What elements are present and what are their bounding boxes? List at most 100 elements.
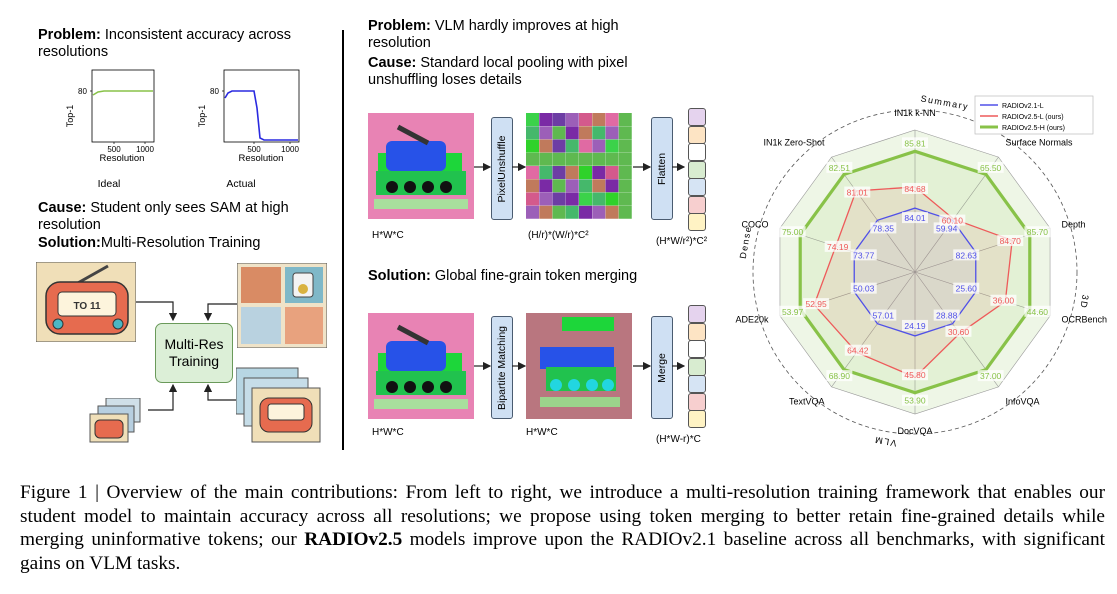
radar-axis-label: DocVQA [897,426,932,436]
grid-cell [605,166,619,179]
grid-cell [552,166,566,179]
grid-cell [565,152,579,166]
radar-value-bg [779,226,806,238]
radar-series: 84.0159.9482.6325.6028.8824.1957.0150.03… [779,137,1051,406]
grid-cell [526,179,539,193]
grid-cell [579,126,592,140]
radar-axis-label: InfoVQA [1006,397,1040,407]
radar-value-label: 25.60 [956,284,978,294]
legend-entry: RADIOv2.1-L [1002,103,1044,110]
actual-curve [224,90,298,141]
radar-value-label: 84.68 [904,184,926,194]
middle-solution: Solution: Global fine-grain token mergin… [368,268,638,284]
radar-group-label: Dense [738,225,754,260]
radar-outer-circle [752,109,1078,435]
radar-value-label: 24.19 [904,321,926,331]
radio-stack-large [236,367,321,443]
grid-cell [618,126,632,140]
merge-block: Merge [651,316,673,419]
radar-value-label: 84.01 [904,213,926,223]
radar-value-bg [850,249,877,261]
flatten-block: Flatten [651,117,673,220]
grid-cell [605,205,619,219]
grid-cell [605,179,619,193]
grid-cell [579,152,592,166]
radar-axis-label: ADE20k [736,315,770,325]
input-image-bottom [368,313,474,419]
grid-cell [565,166,579,179]
radar-value-label: 57.01 [873,311,895,321]
radar-value-label: 73.77 [853,250,875,260]
radar-spoke [831,156,916,273]
left-arrows [136,301,237,411]
left-cause: Cause: Student only sees SAM at high res… [38,200,289,233]
grid-cell [618,166,632,179]
radar-value-bg [803,298,830,310]
grid-cell [592,192,606,206]
radar-value-bg [826,161,853,173]
actual-xtick-1000: 1000 [281,145,299,154]
radar-value-bg [933,309,960,321]
radar-value-label: 78.35 [873,223,895,233]
grid-cell [579,205,592,219]
grid-cell [552,179,566,193]
radar-value-label: 52.95 [805,299,827,309]
grid-cell [526,192,539,206]
actual-xtick-500: 500 [247,145,261,154]
grid-cell [539,192,553,206]
radar-value-label: 65.50 [980,163,1002,173]
actual-ytick: 80 [210,87,219,96]
radio-collage [237,263,327,348]
grid-cell [579,179,592,193]
radar-value-label: 74.19 [827,242,849,252]
radar-value-bg [945,325,972,337]
ideal-xtick-500: 500 [107,145,121,154]
grid-cell [552,205,566,219]
radar-value-label: 45.80 [904,370,926,380]
radar-axis-label: IN1k k-NN [894,108,936,118]
radar-value-bg [953,282,980,294]
radar-value-bg [902,369,928,381]
ideal-xlabel: Resolution [100,153,145,164]
grid-cell [618,205,632,219]
legend-entry: RADIOv2.5-L (ours) [1002,114,1064,121]
dim-label-d: H*W*C [372,427,404,438]
grid-cell [618,139,632,153]
bipartite-matching-block: Bipartite Matching [491,316,513,419]
radar-value-label: 75.00 [782,227,804,237]
grid-cell [539,126,553,140]
pixel-unshuffle-block: PixelUnshuffle [491,117,513,220]
grid-cell [592,166,606,179]
grid-cell [579,192,592,206]
grid-cell [539,179,553,193]
radar-axis-label: Depth [1061,219,1085,229]
grid-cell [565,192,579,206]
radar-value-label: 53.90 [904,396,926,406]
grid-cell [592,152,606,166]
grid-cell [592,139,606,153]
radar-value-bg [844,344,871,356]
radar-value-label: 60.10 [942,216,964,226]
radio-dial-text: TO 11 [73,301,100,312]
grid-cell [565,139,579,153]
grid-cell [592,126,606,140]
grid-cell [592,113,606,126]
dim-label-c: (H*W/r²)*C² [656,236,708,247]
radar-value-bg [870,309,897,321]
grid-cell [579,113,592,126]
radar-value-bg [977,161,1004,173]
merged-image [526,313,632,419]
radar-value-bg [902,182,928,194]
radar-axis-label: IN1k Zero-Shot [763,137,825,147]
radar-series-2 [798,149,1032,395]
grid-cell [565,205,579,219]
radar-value-label: 44.60 [1027,307,1049,317]
radio-illustration-main: TO 11 [36,262,136,342]
grid-cell [618,192,632,206]
grid-cell [539,152,553,166]
radar-value-label: 37.00 [980,371,1002,381]
radar-value-bg [990,294,1017,306]
grid-cell [539,113,553,126]
radar-value-label: 30.60 [948,327,970,337]
radar-value-bg [850,282,877,294]
